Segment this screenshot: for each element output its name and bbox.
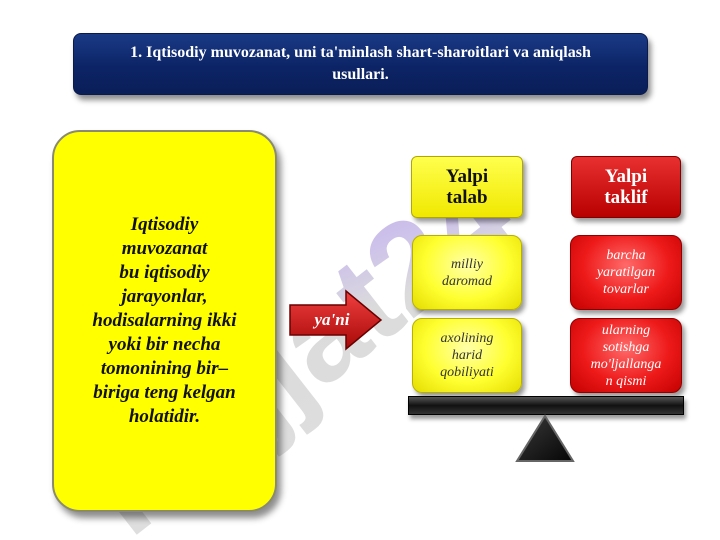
definition-text: Iqtisodiy muvozanat bu iqtisodiy jarayon… [92,214,237,427]
balance-beam [408,396,684,415]
arrow-label: ya'ni [314,310,350,329]
definition-panel: Iqtisodiy muvozanat bu iqtisodiy jarayon… [52,130,277,512]
demand-header: Yalpi talab [411,156,523,218]
supply-item-all-goods: barcha yaratilgan tovarlar [570,235,682,310]
demand-item-purchasing-power: axolining harid qobiliyati [412,318,522,393]
supply-header: Yalpi taklif [571,156,681,218]
demand-item-national-income: milliy daromad [412,235,522,310]
right-arrow-icon [289,289,383,351]
supply-item-goods-for-sale: ularning sotishga mo'ljallanga n qismi [570,318,682,393]
slide-title: 1. Iqtisodiy muvozanat, uni ta'minlash s… [130,44,591,83]
title-banner: 1. Iqtisodiy muvozanat, uni ta'minlash s… [73,33,648,95]
triangle-fulcrum-icon [515,414,575,462]
